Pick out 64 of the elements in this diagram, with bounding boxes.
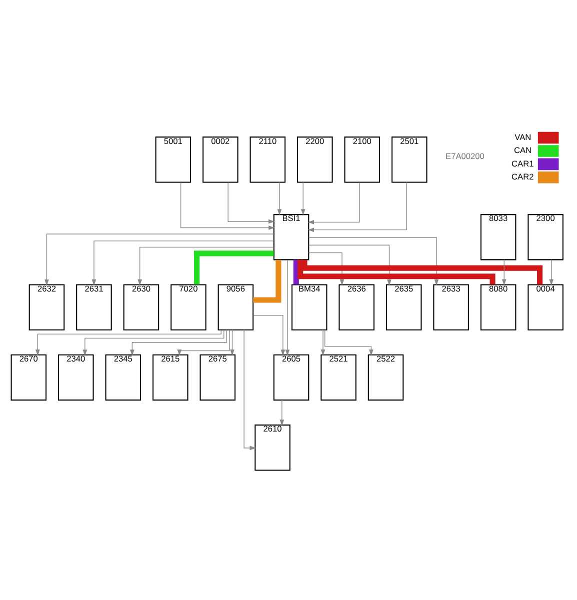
node-box: 8080 <box>480 284 516 330</box>
arrow <box>252 314 286 356</box>
node-box: 2615 <box>152 354 188 401</box>
node-box: 2610 <box>254 424 290 471</box>
node-box: 2630 <box>123 284 160 330</box>
arrow <box>244 330 256 450</box>
node-box: 0002 <box>202 136 238 183</box>
arrow <box>308 252 344 286</box>
node-box: 2110 <box>250 136 286 183</box>
node-box: 2521 <box>320 354 356 401</box>
node-box: 2635 <box>386 284 422 330</box>
node-box: 2631 <box>76 284 112 330</box>
arrow <box>285 260 290 356</box>
arrow <box>280 400 284 426</box>
arrow <box>177 330 230 356</box>
arrow <box>36 330 222 356</box>
arrow <box>549 259 554 286</box>
legend-label: VAN <box>514 132 532 142</box>
node-box: 2345 <box>105 354 142 401</box>
label: E7A00200 <box>446 151 484 162</box>
connector <box>293 260 299 284</box>
node-box: 2501 <box>392 136 428 183</box>
legend-label: CAR2 <box>512 172 534 182</box>
node-box: BSI1 <box>273 214 310 260</box>
arrow <box>130 330 228 356</box>
node-box: 7020 <box>170 284 206 330</box>
node-box: 2100 <box>344 136 380 183</box>
arrow <box>228 182 275 224</box>
connector <box>298 260 496 284</box>
arrow <box>308 244 392 286</box>
node-box: 2633 <box>433 284 469 330</box>
node-box: 2632 <box>28 284 65 330</box>
connector <box>253 260 282 303</box>
arrow <box>502 259 506 286</box>
arrow <box>138 246 274 286</box>
node-box: 2605 <box>273 354 310 401</box>
arrow <box>308 182 360 224</box>
node-box: 8033 <box>480 214 516 260</box>
node-box: 5001 <box>155 136 192 183</box>
arrow <box>180 182 275 230</box>
arrow <box>277 182 282 216</box>
arrow <box>82 330 224 356</box>
node-box: 2636 <box>338 284 374 330</box>
node-box: 2670 <box>10 354 47 401</box>
arrow <box>308 182 407 232</box>
arrow <box>44 234 274 286</box>
arrow <box>320 330 326 356</box>
node-box: 2200 <box>297 136 333 183</box>
connector <box>194 250 274 284</box>
node-box: 2340 <box>58 354 94 401</box>
node-box: 0004 <box>528 284 564 330</box>
legend-label: CAR1 <box>512 158 534 168</box>
arrow <box>230 330 234 356</box>
connector <box>302 260 543 285</box>
arrow <box>308 237 439 286</box>
arrow <box>324 330 374 356</box>
node-box: 9056 <box>218 284 254 330</box>
node-box: 2675 <box>200 354 236 401</box>
node-box: 2522 <box>368 354 404 401</box>
arrow <box>92 240 274 286</box>
legend-label: CAN <box>514 145 532 156</box>
node-box: BM34 <box>291 284 328 330</box>
node-box: 2300 <box>528 214 564 260</box>
arrow <box>300 182 306 216</box>
